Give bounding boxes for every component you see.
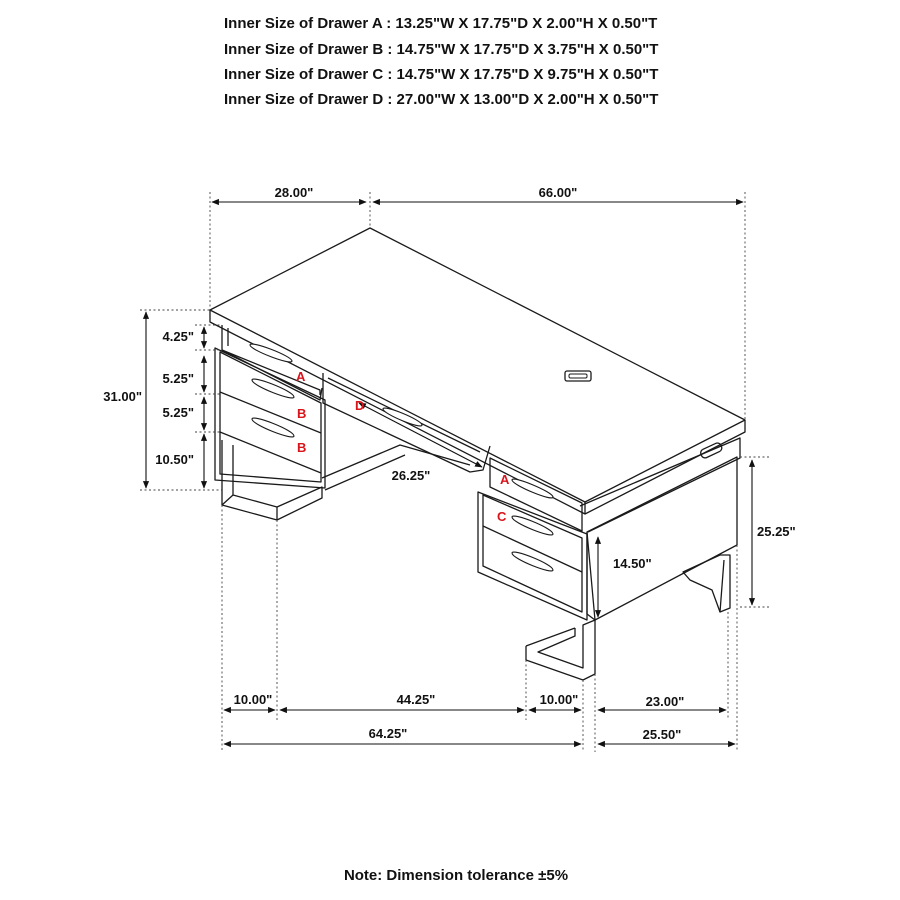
drawer-label-a-left: A (296, 369, 306, 384)
spec-drawer-a: Inner Size of Drawer A : 13.25"W X 17.75… (224, 15, 657, 32)
right-drawer-a-handle (511, 478, 554, 499)
dimension-labels: 28.00" 66.00" 4.25" 5.25" 5.25" 10.50" 3… (103, 185, 795, 742)
back-right-leg-edge (719, 559, 725, 613)
right-pedestal-inner (482, 494, 583, 613)
right-drawer-c-divider (482, 525, 583, 573)
dimension-lines (142, 198, 756, 748)
tolerance-note: Note: Dimension tolerance ±5% (344, 867, 568, 884)
drawer-label-b-lower: B (297, 440, 306, 455)
front-right-leg-top (525, 627, 576, 647)
back-right-leg (682, 554, 731, 613)
spec-drawer-c: Inner Size of Drawer C : 14.75"W X 17.75… (224, 66, 658, 83)
dim-line-26-25 (358, 402, 483, 468)
dim-label-drawer-a-height: 4.25" (163, 329, 194, 344)
left-drawer-stack-front (214, 347, 326, 489)
dim-label-side-depth: 23.00" (646, 694, 685, 709)
left-drawer-stack-inner (219, 351, 322, 483)
right-drawer-a-front (489, 457, 583, 532)
drawer-label-a-right: A (500, 472, 510, 487)
extension-lines (140, 192, 770, 752)
drawer-label-d-center: D (355, 398, 364, 413)
dim-label-drawer-b1-height: 5.25" (163, 371, 194, 386)
dim-label-overall-width: 64.25" (369, 726, 408, 741)
spec-drawer-d: Inner Size of Drawer D : 27.00"W X 13.00… (224, 91, 658, 108)
left-drawer-a-top (221, 349, 321, 395)
dim-label-overall-depth: 25.50" (643, 727, 682, 742)
desk-illustration (209, 227, 746, 681)
spec-drawer-b: Inner Size of Drawer B : 14.75"W X 17.75… (224, 41, 658, 58)
left-drawer-b1-divider (219, 391, 322, 434)
dim-label-pedestal-height: 14.50" (613, 556, 652, 571)
dim-label-leg-height: 10.50" (155, 452, 194, 467)
front-left-leg-joint (221, 494, 234, 506)
drawer-label-b-upper: B (297, 406, 306, 421)
dim-label-total-height: 31.00" (103, 389, 142, 404)
drawer-spec-list: Inner Size of Drawer A : 13.25"W X 17.75… (224, 15, 658, 108)
dim-label-top-left-width: 28.00" (275, 185, 314, 200)
drawer-letter-labels: A B B D A C (296, 369, 510, 524)
dim-label-right-leg-width: 10.00" (540, 692, 579, 707)
left-drawer-b1-handle (251, 378, 295, 399)
dim-label-knee-width: 44.25" (397, 692, 436, 707)
dim-label-left-leg-width: 10.00" (234, 692, 273, 707)
top-cable-grommet-slot (568, 373, 588, 379)
left-drawer-b2-handle (251, 417, 295, 438)
front-left-leg-sled (221, 440, 323, 521)
drawer-label-c-right: C (497, 509, 507, 524)
front-right-leg-sled (525, 619, 596, 681)
center-drawer-d-front (322, 373, 491, 473)
right-apron (579, 437, 741, 533)
right-drawer-lower-handle (511, 551, 554, 572)
right-drawer-c-handle (511, 515, 554, 536)
dim-label-top-length: 66.00" (539, 185, 578, 200)
left-drawer-a-handle (249, 343, 293, 363)
right-pedestal-body (477, 491, 588, 621)
dim-label-drawer-b2-height: 5.25" (163, 405, 194, 420)
dim-label-side-height: 25.25" (757, 524, 796, 539)
top-cable-grommet (564, 370, 592, 382)
dim-label-knee-height: 26.25" (392, 468, 431, 483)
left-drawer-b2-divider (219, 431, 322, 474)
